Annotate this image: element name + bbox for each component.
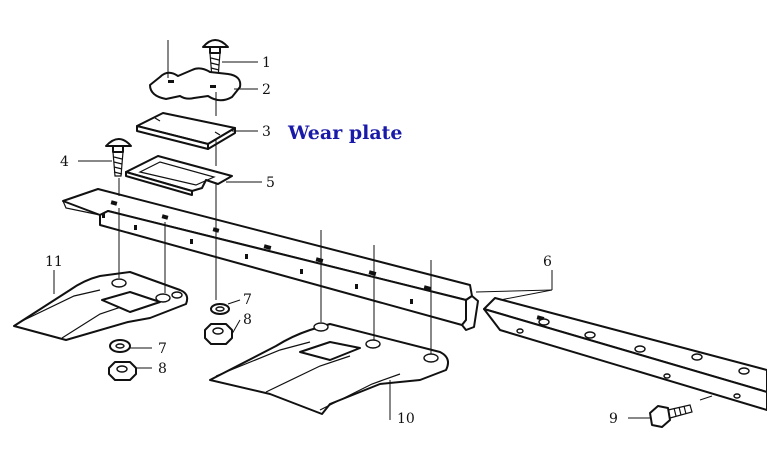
callout-7-upper: 7 xyxy=(243,292,252,308)
callout-2: 2 xyxy=(262,82,271,98)
hex-nut-upper xyxy=(204,323,233,345)
callout-8-upper: 8 xyxy=(243,312,252,328)
spacer-plate xyxy=(125,155,233,196)
wear-plate xyxy=(136,112,236,150)
callout-4: 4 xyxy=(60,154,69,170)
hex-bolt-9 xyxy=(649,404,693,428)
callout-7-lower: 7 xyxy=(158,341,167,357)
callout-8-lower: 8 xyxy=(158,361,167,377)
hex-nut-lower xyxy=(108,361,137,381)
assembly-lines xyxy=(118,40,432,354)
callout-labels: 1 2 3 4 5 6 7 8 7 8 9 10 11 xyxy=(45,55,618,427)
callout-10: 10 xyxy=(397,411,415,427)
callout-1: 1 xyxy=(262,55,271,71)
callout-leaders xyxy=(53,61,713,420)
wear-plate-title: Wear plate xyxy=(287,122,403,144)
callout-3: 3 xyxy=(262,124,271,140)
lock-washer-upper xyxy=(210,303,230,315)
carriage-bolt-4 xyxy=(105,138,132,177)
knife-guard-triple xyxy=(209,322,449,415)
hold-down-clip xyxy=(149,67,242,102)
knife-back-extension-bar xyxy=(483,297,767,411)
callout-9: 9 xyxy=(609,411,618,427)
knife-guard-double xyxy=(13,271,189,341)
callout-5: 5 xyxy=(266,175,275,191)
carriage-bolt-1 xyxy=(202,39,229,79)
callout-6: 6 xyxy=(543,254,552,270)
lock-washer-lower xyxy=(109,339,131,353)
callout-11: 11 xyxy=(45,254,63,270)
